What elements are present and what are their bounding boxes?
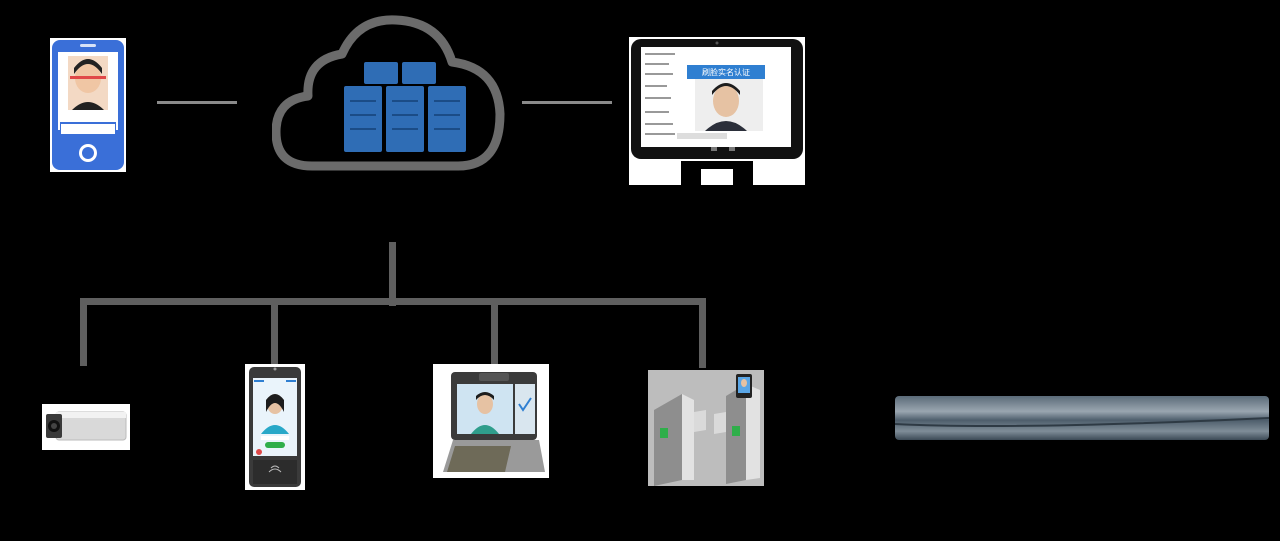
face-terminal-node bbox=[245, 364, 305, 490]
tablet-node: 刷脸实名认证 bbox=[629, 37, 805, 185]
turnstile-gate-node bbox=[648, 370, 764, 486]
bullet-camera-icon bbox=[42, 404, 130, 450]
connector-drop-verifier bbox=[491, 298, 498, 366]
cloud-server-node bbox=[272, 10, 508, 174]
tablet-terminal-icon: 刷脸实名认证 bbox=[629, 37, 805, 185]
bullet-camera-node bbox=[42, 404, 130, 450]
desktop-verifier-node bbox=[433, 364, 549, 478]
tablet-screen-button: 刷脸实名认证 bbox=[702, 67, 750, 77]
metal-bar-icon bbox=[895, 396, 1269, 440]
desktop-face-verifier-icon bbox=[433, 364, 549, 478]
metal-bar-node bbox=[895, 396, 1269, 440]
connector-bus bbox=[80, 298, 706, 305]
connector-phone-cloud bbox=[157, 101, 237, 104]
face-recognition-phone-icon bbox=[50, 38, 126, 172]
connector-trunk bbox=[389, 242, 396, 306]
phone-node bbox=[50, 38, 126, 172]
connector-cloud-tablet bbox=[522, 101, 612, 104]
turnstile-gate-icon bbox=[648, 370, 764, 486]
connector-drop-camera bbox=[80, 298, 87, 366]
connector-drop-gate bbox=[699, 298, 706, 368]
connector-drop-terminal bbox=[271, 298, 278, 366]
face-recognition-terminal-icon bbox=[245, 364, 305, 490]
cloud-server-icon bbox=[272, 15, 505, 171]
